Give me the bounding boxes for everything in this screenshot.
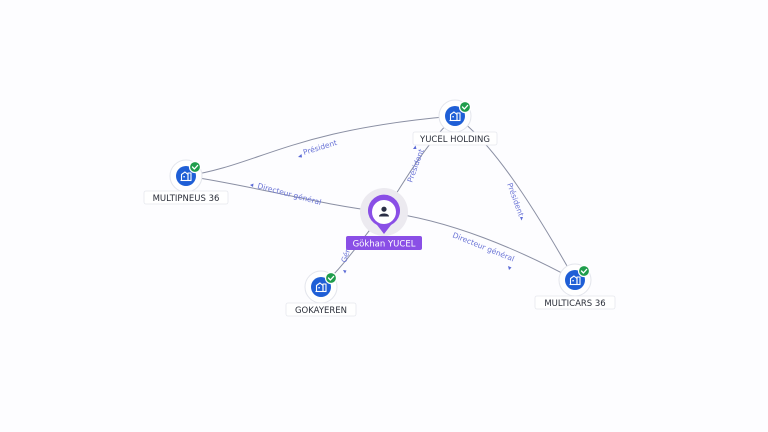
node-label: MULTICARS 36 [544,299,605,309]
verified-check-icon [324,271,338,285]
person-label-box [346,236,422,250]
arrow-icon [343,270,347,274]
verified-check-icon [577,264,591,278]
node-multipneus[interactable]: MULTIPNEUS 36 [143,159,229,205]
node-label-box [534,295,616,310]
arrow-icon [250,183,254,187]
person-label: Gökhan YUCEL [353,240,416,250]
node-label: YUCEL HOLDING [419,135,490,145]
edge-label: Gér [339,247,352,264]
arrow-icon [413,145,417,149]
node-multicars[interactable]: MULTICARS 36 [534,263,616,310]
node-gokayeren[interactable]: GOKAYEREN [285,270,357,317]
node-label: GOKAYEREN [295,306,347,316]
edge-label: Président [505,182,525,218]
node-yucel-holding[interactable]: YUCEL HOLDING [412,99,498,146]
arrow-icon [298,154,302,158]
node-label-box [143,190,229,205]
arrow-icon [520,217,523,221]
node-label: MULTIPNEUS 36 [153,194,220,204]
verified-check-icon [188,160,202,174]
person-icon [379,206,389,217]
arrow-icon [508,266,512,270]
node-label-box [285,302,357,317]
node-person[interactable]: Gökhan YUCEL [346,188,422,250]
edge-label: Directeur général [256,181,322,207]
node-label-box [412,131,498,146]
verified-check-icon [458,100,472,114]
edge-label: Président [405,148,425,184]
